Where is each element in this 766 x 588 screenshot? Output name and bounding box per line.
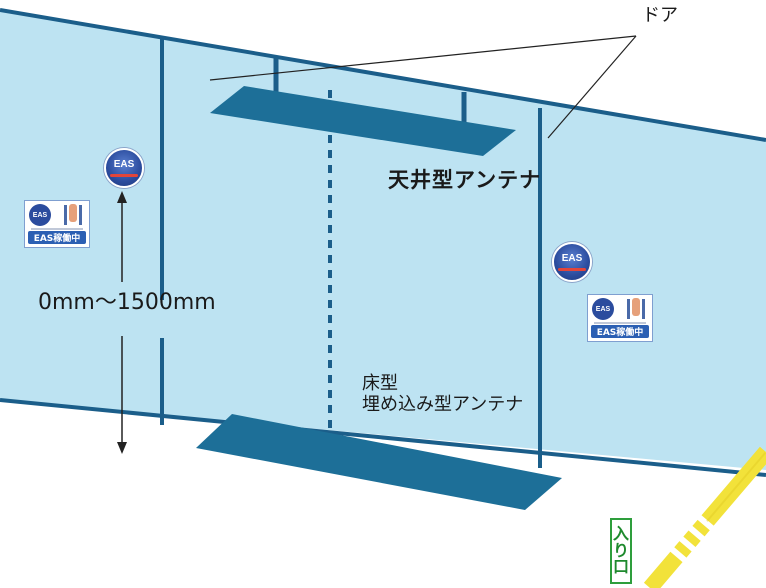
eas-sign-caption: EAS稼働中 xyxy=(591,325,649,338)
floor-antenna-plate xyxy=(196,414,562,510)
floor-antenna-label-line1: 床型 xyxy=(362,373,398,394)
eas-logo-text: EAS xyxy=(113,158,135,170)
eas-operating-sign-icon: EAS EAS稼働中 xyxy=(24,200,90,248)
entrance-char-2: り xyxy=(612,540,629,560)
eas-logo-wave xyxy=(110,174,138,177)
floor-antenna-label-line2: 埋め込み型アンテナ xyxy=(362,393,524,415)
height-range-label: 0mm～1500mm xyxy=(38,290,216,315)
wall-panel xyxy=(0,10,766,470)
eas-logo-text: EAS xyxy=(561,252,583,264)
sign-divider xyxy=(31,228,83,230)
eas-mini-logo-icon: EAS xyxy=(592,298,614,320)
door-callout-line-1 xyxy=(209,35,637,81)
gate-icon xyxy=(625,299,647,319)
eas-logo-wave xyxy=(558,268,586,271)
eas-mini-logo-icon: EAS xyxy=(29,204,51,226)
entrance-stripe xyxy=(643,446,766,588)
entrance-char-3: 口 xyxy=(612,557,629,577)
eas-operating-sign-icon: EAS EAS稼働中 xyxy=(587,294,653,342)
wall-top-edge xyxy=(0,8,766,142)
door-callout-line-2 xyxy=(547,35,637,139)
door-label: ドア xyxy=(642,5,678,26)
height-arrow-head-down xyxy=(117,442,127,454)
person-icon xyxy=(69,204,77,222)
eas-logo-icon: EAS xyxy=(104,148,144,188)
eas-sign-caption: EAS稼働中 xyxy=(28,231,86,244)
ceiling-antenna-label: 天井型アンテナ xyxy=(388,168,542,192)
person-icon xyxy=(632,298,640,316)
ceiling-antenna-plate xyxy=(210,86,516,156)
gate-icon xyxy=(62,205,84,225)
sign-divider xyxy=(594,322,646,324)
floor-antenna-label: 床型 埋め込み型アンテナ xyxy=(362,373,524,415)
height-arrow-head-up xyxy=(117,191,127,203)
eas-logo-icon: EAS xyxy=(552,242,592,282)
entrance-char-1: 入 xyxy=(612,523,629,543)
wall-bottom-edge xyxy=(0,398,766,477)
entrance-sign: 入 り 口 xyxy=(610,518,632,584)
